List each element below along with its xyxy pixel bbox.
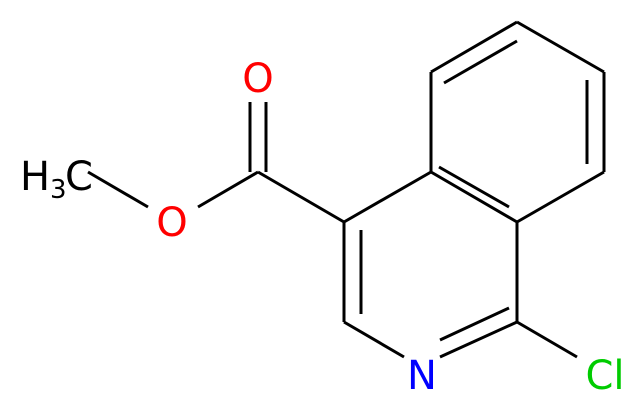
- bond-c8a-c4a-inner: [438, 165, 510, 209]
- bond-c6-c7: [516, 20, 605, 74]
- methyl-subscript: 3: [50, 175, 67, 205]
- bond-c5-c6-inner: [443, 39, 518, 85]
- bond-c4-carbonyl: [257, 170, 345, 224]
- ester-oxygen-label: O: [156, 200, 187, 246]
- bond-ester-o-methyl: [87, 170, 149, 209]
- methyl-hydrogen: H: [20, 154, 50, 200]
- bond-c1-cl: [516, 320, 578, 359]
- carbonyl-oxygen-label: O: [242, 56, 273, 102]
- bond-c4a-c4: [343, 170, 432, 224]
- atom-labels: O O N Cl H 3 C: [20, 56, 625, 399]
- bond-c3-n2: [343, 320, 405, 359]
- bond-c5-c6: [430, 20, 518, 74]
- bond-n2-c1: [439, 320, 518, 359]
- ring-nitrogen-label: N: [407, 353, 437, 399]
- bond-c8a-c4a: [430, 170, 518, 224]
- methyl-label: H 3 C: [20, 154, 93, 205]
- methyl-carbon: C: [65, 154, 93, 200]
- bond-c8-c8a: [516, 170, 605, 224]
- bonds: [87, 20, 606, 359]
- chlorine-label: Cl: [585, 353, 624, 399]
- bond-carbonyl-ester-o: [197, 170, 259, 209]
- bond-n2-c1-inner: [439, 306, 510, 342]
